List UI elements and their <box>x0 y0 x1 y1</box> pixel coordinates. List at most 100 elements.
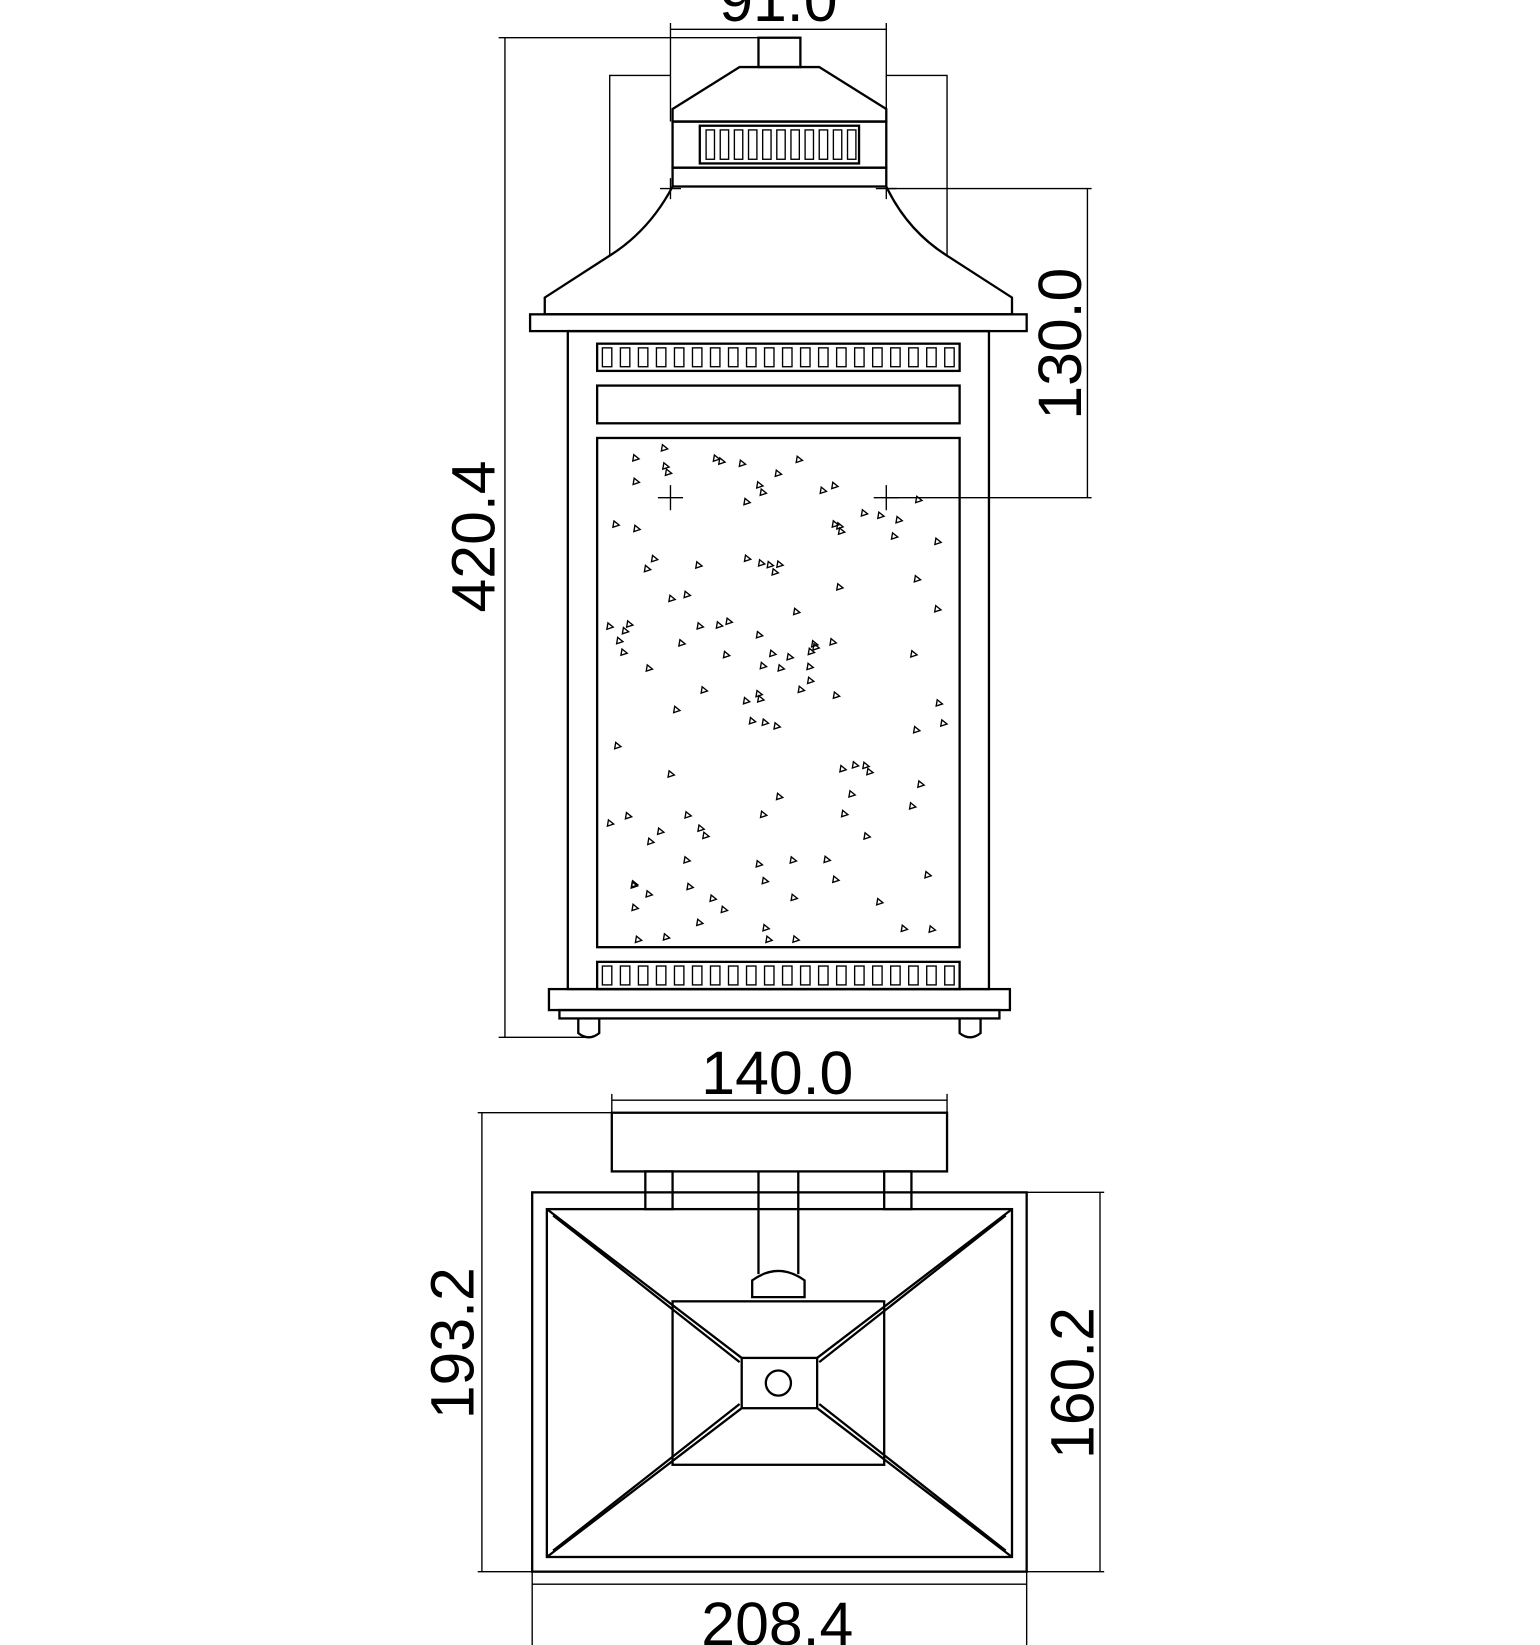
glass-seed <box>606 621 615 631</box>
glass-seed <box>738 458 748 468</box>
glass-seed <box>667 769 676 779</box>
glass-seed <box>895 515 904 524</box>
band-slot <box>673 347 685 368</box>
finial-slot <box>733 129 744 160</box>
glass-seed <box>748 716 758 725</box>
dim-bracket-width: 140.0 <box>701 1039 853 1107</box>
finial-slot <box>747 129 758 160</box>
glass-seed <box>851 760 861 769</box>
elevation-view <box>528 36 1028 1039</box>
glass-seed <box>765 934 774 944</box>
glass-seed <box>755 630 765 639</box>
dim-base-width: 208.4 <box>701 1590 853 1645</box>
band-slot <box>691 347 703 368</box>
band-slot <box>871 347 883 368</box>
band-slot <box>853 347 865 368</box>
glass-seed <box>660 443 670 452</box>
glass-seed <box>645 663 654 673</box>
dim-top-width: 91.0 <box>719 0 837 34</box>
glass-seed <box>934 536 943 546</box>
glass-seed <box>759 487 768 497</box>
glass-seed <box>768 648 778 658</box>
glass-seed <box>761 717 770 727</box>
band-slot <box>637 965 649 986</box>
finial-slot <box>719 129 730 160</box>
glass-seed <box>722 650 732 659</box>
finial-slot <box>818 129 829 160</box>
glass-seed <box>631 903 640 912</box>
glass-seed <box>683 590 692 599</box>
band-slot <box>763 347 775 368</box>
band-slot <box>944 965 955 986</box>
plan-view <box>531 1111 1028 1573</box>
band-slot <box>601 347 613 368</box>
glass-seed <box>912 725 922 734</box>
glass-seed <box>806 662 815 671</box>
glass-seed <box>664 467 674 477</box>
glass-seed <box>933 604 943 613</box>
glass-seed <box>650 554 660 563</box>
glass-seed <box>759 809 769 819</box>
glass-seed <box>840 809 850 818</box>
glass-seed <box>848 789 857 799</box>
glass-seed <box>643 564 653 573</box>
glass-seed <box>695 918 705 927</box>
glass-seed <box>678 638 687 648</box>
dim-depth: 193.2 <box>419 1267 487 1419</box>
glass-seed <box>606 818 616 828</box>
glass-seed <box>777 663 786 673</box>
glass-seed <box>766 560 775 569</box>
glass-seed <box>613 741 623 750</box>
glass-seed <box>672 705 682 714</box>
glass-seed <box>632 476 641 486</box>
glass-seed <box>876 510 886 520</box>
glass-seed <box>662 932 672 942</box>
glass-seed <box>686 882 695 891</box>
glass-seed <box>725 616 734 626</box>
band-slot <box>655 965 667 986</box>
glass-seed <box>792 607 802 616</box>
band-slot <box>655 347 667 368</box>
glass-seed <box>743 553 753 563</box>
glass-seed <box>630 880 639 890</box>
glass-seed <box>939 718 949 728</box>
glass-seed <box>700 685 709 695</box>
glass-seed <box>715 620 725 630</box>
glass-seed <box>831 874 841 884</box>
glass-seed <box>862 760 871 770</box>
glass-seed <box>712 453 722 463</box>
band-slot <box>691 965 703 986</box>
glass-seed <box>797 684 806 694</box>
glass-seed <box>620 647 629 657</box>
glass-seed <box>865 767 875 776</box>
band-slot <box>871 965 883 986</box>
glass-seed <box>909 649 919 658</box>
glass-seed <box>762 923 771 932</box>
glass-seed <box>830 481 840 490</box>
glass-seed <box>621 626 631 635</box>
glass-seed <box>819 485 828 495</box>
glass-seed <box>792 934 801 944</box>
glass-seed <box>775 792 785 801</box>
glass-seed <box>755 859 764 868</box>
band-slot <box>817 965 829 986</box>
band-slot <box>781 347 793 368</box>
glass-seed <box>771 567 780 577</box>
band-slot <box>601 965 613 986</box>
glass-seed <box>890 531 900 541</box>
glass-seed <box>631 453 641 462</box>
glass-seed <box>775 559 785 569</box>
band-slot <box>619 347 631 368</box>
band-slot <box>763 965 775 986</box>
glass-seed <box>697 823 706 833</box>
glass-seed <box>786 652 795 661</box>
glass-seed <box>935 698 944 708</box>
band-slot <box>745 347 757 368</box>
finial-slot <box>804 129 815 160</box>
band-slot <box>745 965 757 986</box>
glass-seed <box>661 461 671 471</box>
glass-seed <box>696 621 705 631</box>
glass-seed <box>774 468 783 478</box>
glass-seed <box>810 639 820 648</box>
dimension-lines-plan <box>477 1093 1105 1645</box>
